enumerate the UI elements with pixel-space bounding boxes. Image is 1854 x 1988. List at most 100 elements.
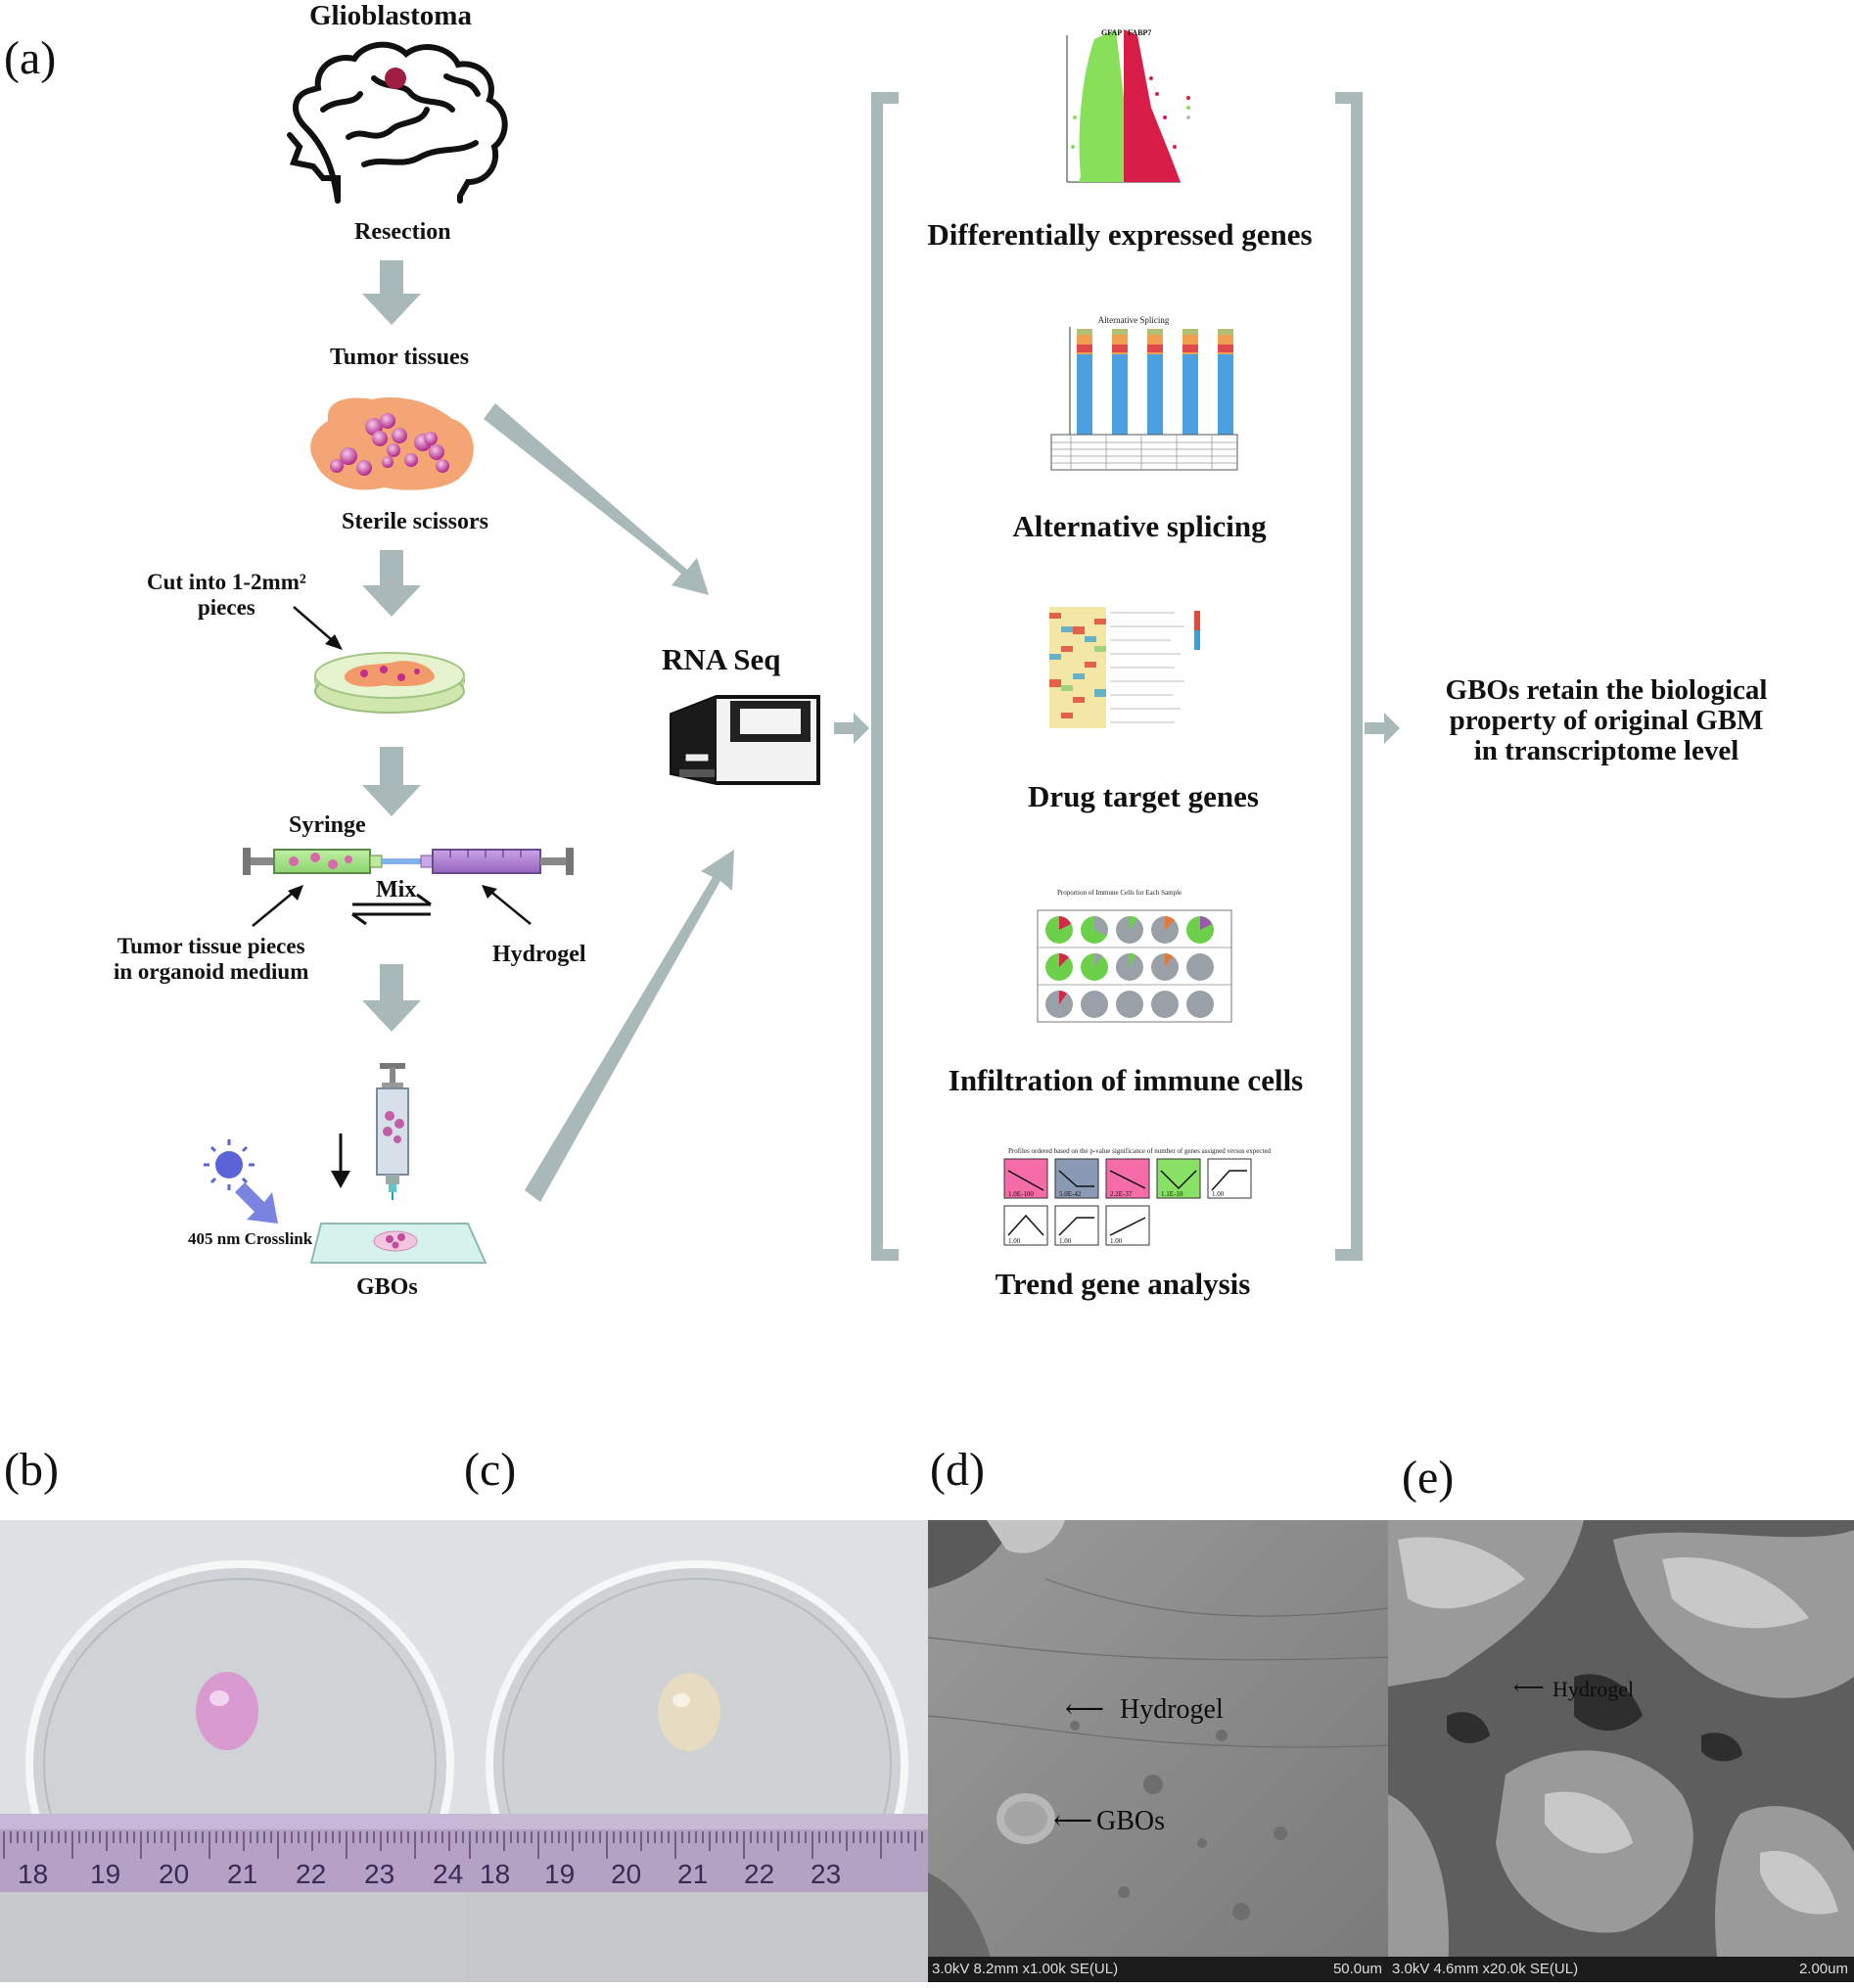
- analysis-label-drug: Drug target genes: [1028, 779, 1259, 813]
- tumor-dot: [385, 68, 406, 89]
- heatmap-thumbnail: [1049, 607, 1200, 728]
- light-source-icon: [204, 1139, 278, 1224]
- label-tissue-line2: in organoid medium: [114, 959, 309, 984]
- analysis-label-splicing: Alternative splicing: [1012, 509, 1267, 543]
- syringe-pair-icon: [243, 848, 574, 875]
- sem-d-arrow-gbos: ⟵: [1053, 1806, 1093, 1836]
- analysis-label-trend: Trend gene analysis: [995, 1267, 1251, 1301]
- pointer-arrow-hydrogel: [487, 888, 532, 925]
- svg-text:1.00: 1.00: [1059, 1237, 1072, 1245]
- tumor-tissue-blob: [310, 397, 474, 490]
- label-cut-line1: Cut into 1-2mm²: [147, 570, 306, 594]
- conclusion-text: GBOs retain the biological property of o…: [1376, 675, 1836, 766]
- sem-d-meta: 3.0kV 8.2mm x1.00k SE(UL): [932, 1961, 1119, 1977]
- ruler-label: 24: [433, 1859, 464, 1889]
- petri-dish: [314, 652, 465, 714]
- ruler-labels-b: 18 19 20 21 22 23 24: [0, 1859, 466, 1898]
- photo-c-drawing: [466, 1520, 928, 1982]
- svg-text:Alternative Splicing: Alternative Splicing: [1098, 315, 1170, 325]
- analysis-label-immune: Infiltration of immune cells: [948, 1063, 1304, 1097]
- pointer-arrow-tissue: [252, 888, 299, 927]
- sem-d-label-gbos: GBOs: [1096, 1806, 1166, 1836]
- immune-pies-thumbnail: Proportion of Immune Cells for Each Samp…: [1037, 889, 1232, 1023]
- svg-text:2.2E-37: 2.2E-37: [1110, 1190, 1133, 1198]
- ruler-label: 21: [227, 1859, 258, 1889]
- ruler-ticks-b: [3, 1831, 464, 1859]
- label-tissue-line1: Tumor tissue pieces: [116, 934, 305, 958]
- svg-text:Proportion of Immune Cells for: Proportion of Immune Cells for Each Samp…: [1057, 889, 1182, 897]
- label-resection: Resection: [354, 219, 451, 245]
- ruler-labels-c: 18 19 20 21 22 23: [466, 1859, 928, 1898]
- photo-gbo-clear: 18 19 20 21 22 23: [466, 1520, 928, 1982]
- svg-text:1.0E-100: 1.0E-100: [1008, 1190, 1034, 1198]
- conclusion-line2: property of original GBM: [1449, 705, 1764, 736]
- svg-text:Profiles ordered based on the: Profiles ordered based on the p-value si…: [1008, 1147, 1272, 1155]
- svg-text:FABP7: FABP7: [1128, 28, 1151, 37]
- sem-e-caption: 3.0kV 4.6mm x20.0k SE(UL) 2.00um: [1388, 1957, 1854, 1982]
- ruler-label: 20: [611, 1859, 642, 1889]
- sem-image-d: Hydrogel ⟵ GBOs ⟵ 3.0kV 8.2mm x1.00k SE(…: [928, 1520, 1388, 1982]
- panel-label-e: (e): [1402, 1452, 1455, 1503]
- sem-d-scale: 50.0um: [1332, 1961, 1382, 1977]
- panel-label-a: (a): [4, 32, 57, 84]
- sem-d-drawing: [928, 1520, 1388, 1982]
- glass-slide: [309, 1223, 487, 1264]
- label-cut-pieces: Cut into 1-2mm² pieces: [147, 570, 306, 621]
- label-rna-seq: RNA Seq: [662, 642, 781, 676]
- svg-text:1.1E-10: 1.1E-10: [1161, 1190, 1183, 1198]
- svg-text:5.0E-42: 5.0E-42: [1059, 1190, 1082, 1198]
- svg-text:1.00: 1.00: [1212, 1190, 1225, 1198]
- sem-e-arrow-hydrogel: ⟵: [1513, 1675, 1545, 1699]
- ruler-ticks-c: [469, 1831, 923, 1859]
- sem-image-e: Hydrogel ⟵ 3.0kV 4.6mm x20.0k SE(UL) 2.0…: [1388, 1520, 1854, 1982]
- label-crosslink: 405 nm Crosslink: [188, 1229, 313, 1248]
- ruler-label: 19: [544, 1859, 576, 1889]
- photo-gbo-pink: 18 19 20 21 22 23 24: [0, 1520, 466, 1982]
- panel-label-c: (c): [464, 1444, 517, 1496]
- label-syringe: Syringe: [289, 812, 366, 838]
- sem-e-drawing: [1388, 1520, 1854, 1982]
- brain-head-icon: [287, 41, 508, 204]
- svg-text:GFAP: GFAP: [1101, 28, 1122, 37]
- conclusion-line1: GBOs retain the biological: [1445, 674, 1768, 706]
- ruler-label: 21: [677, 1859, 709, 1889]
- analysis-label-deg: Differentially expressed genes: [927, 217, 1313, 252]
- svg-text:1.00: 1.00: [1110, 1237, 1123, 1245]
- ruler-label: 23: [811, 1859, 842, 1889]
- ruler-label: 19: [90, 1859, 121, 1889]
- panel-label-d: (d): [930, 1444, 985, 1496]
- svg-text:1.00: 1.00: [1008, 1237, 1021, 1245]
- sem-e-meta: 3.0kV 4.6mm x20.0k SE(UL): [1392, 1961, 1579, 1977]
- flow-arrows: [362, 260, 1400, 1202]
- trend-profiles-thumbnail: Profiles ordered based on the p-value si…: [1003, 1147, 1272, 1246]
- splicing-chart-thumbnail: Alternative Splicing: [1050, 315, 1238, 471]
- result-bracket: [871, 92, 1363, 1261]
- label-tumor-tissue-pieces: Tumor tissue pieces in organoid medium: [114, 934, 308, 985]
- label-sterile-scissors: Sterile scissors: [342, 509, 488, 534]
- sem-d-label-hydrogel: Hydrogel: [1120, 1694, 1224, 1725]
- ruler-label: 23: [364, 1859, 395, 1889]
- label-hydrogel: Hydrogel: [492, 942, 586, 967]
- ruler-label: 18: [480, 1859, 511, 1889]
- panel-label-b: (b): [4, 1444, 59, 1496]
- photo-b-drawing: [0, 1520, 466, 1982]
- workflow-diagram: GFAP FABP7 Alternative Splicing: [204, 28, 1400, 1264]
- sem-d-caption: 3.0kV 8.2mm x1.00k SE(UL) 50.0um: [928, 1957, 1388, 1982]
- sem-e-scale: 2.00um: [1798, 1961, 1848, 1977]
- conclusion-line3: in transcriptome level: [1473, 735, 1739, 766]
- label-tumor-tissues: Tumor tissues: [330, 345, 470, 370]
- volcano-plot-thumbnail: GFAP FABP7: [1066, 28, 1190, 183]
- sem-d-arrow-hydrogel: ⟵: [1065, 1694, 1105, 1725]
- sem-e-label-hydrogel: Hydrogel: [1553, 1677, 1635, 1701]
- injection-syringe-icon: [376, 1063, 409, 1200]
- label-gbos: GBOs: [356, 1274, 418, 1300]
- ruler-label: 22: [296, 1859, 327, 1889]
- ruler-label: 20: [159, 1859, 190, 1889]
- mix-arrows-icon: [351, 893, 432, 926]
- ruler-label: 22: [744, 1859, 775, 1889]
- label-cut-line2: pieces: [198, 595, 255, 620]
- label-glioblastoma: Glioblastoma: [309, 0, 472, 31]
- rna-sequencer-icon: [670, 695, 820, 785]
- label-mix: Mix: [376, 877, 417, 902]
- ruler-label: 18: [18, 1859, 49, 1889]
